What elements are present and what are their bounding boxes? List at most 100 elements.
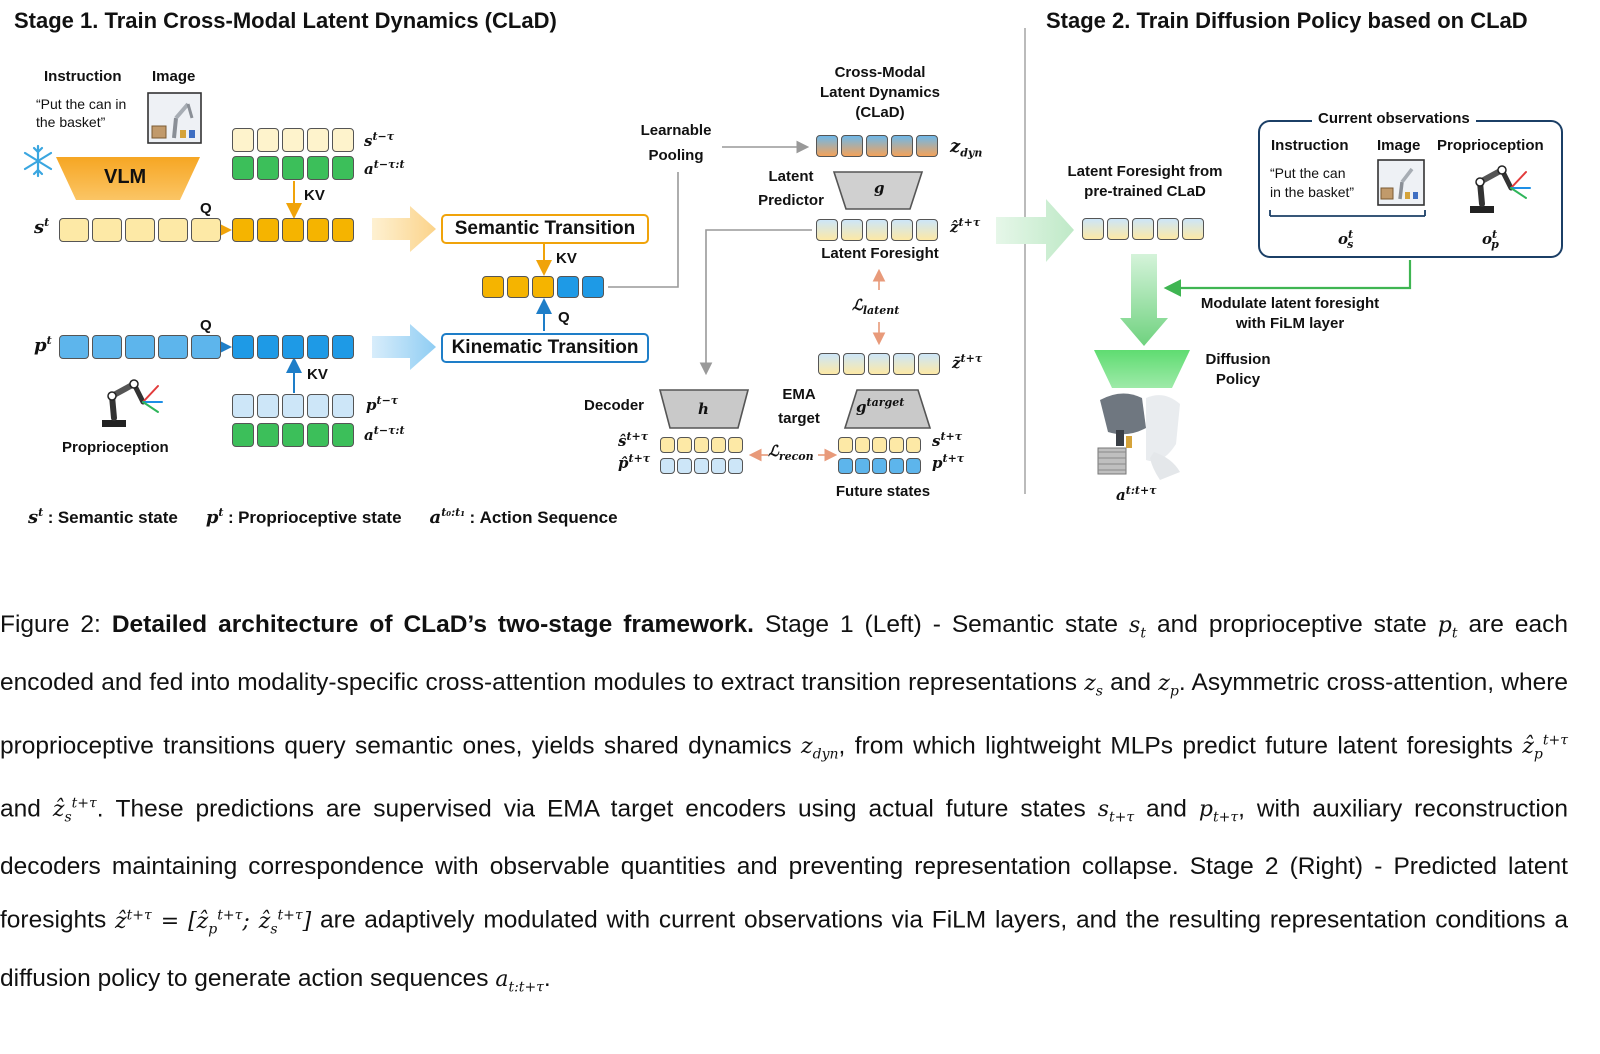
diffusion-policy-label-line1: Diffusion xyxy=(1205,351,1271,368)
token xyxy=(158,218,188,242)
instruction-text-line1: “Put the can in xyxy=(36,96,127,112)
token xyxy=(158,335,188,359)
token xyxy=(307,218,329,242)
token xyxy=(711,437,726,453)
token xyxy=(125,218,155,242)
token xyxy=(843,353,865,375)
p-future-token-row xyxy=(838,458,921,474)
token xyxy=(694,437,709,453)
token xyxy=(582,276,604,298)
kv-label-merge: KV xyxy=(556,250,577,267)
token xyxy=(677,458,692,474)
kv-label-proprio: KV xyxy=(307,366,328,383)
clad-title-line1: Cross-Modal xyxy=(834,64,926,81)
foresight-down-arrow xyxy=(1120,254,1168,346)
token xyxy=(660,437,675,453)
token xyxy=(282,423,304,447)
token xyxy=(1182,218,1204,240)
latent-predictor-g xyxy=(832,171,924,210)
semantic-past-symbol: st−τ xyxy=(364,130,395,150)
stage2-instruction-text-line2: in the basket” xyxy=(1270,184,1355,200)
token xyxy=(889,437,904,453)
stage2-title: Stage 2. Train Diffusion Policy based on… xyxy=(1046,8,1528,33)
instruction-text-line2: the basket” xyxy=(36,114,106,130)
semantic-past-token-row xyxy=(232,128,354,152)
token xyxy=(92,335,122,359)
proprio-past-token-row xyxy=(232,394,354,418)
stage2-instruction-label: Instruction xyxy=(1271,137,1349,154)
token xyxy=(893,353,915,375)
s-future-symbol: st+τ xyxy=(932,430,963,450)
token xyxy=(838,437,853,453)
token xyxy=(711,458,726,474)
token xyxy=(307,423,329,447)
zbar-token-row xyxy=(818,353,940,375)
token xyxy=(307,156,329,180)
token xyxy=(1107,218,1129,240)
ema-target-g xyxy=(843,389,932,429)
token xyxy=(59,218,89,242)
token xyxy=(841,135,863,157)
token xyxy=(332,423,354,447)
clad-title-line2: Latent Dynamics xyxy=(819,84,941,101)
action-symbol-bottom: at−τ:t xyxy=(364,424,405,444)
zhat-symbol: ẑt+τ xyxy=(950,216,981,236)
token xyxy=(891,135,913,157)
legend-item: st : Semantic state xyxy=(28,506,178,528)
token xyxy=(59,335,89,359)
latent-predictor-label-line2: Predictor xyxy=(758,192,824,209)
modulate-label-line2: with FiLM layer xyxy=(1235,315,1345,332)
decoder-h xyxy=(658,389,750,429)
token xyxy=(332,218,354,242)
token xyxy=(507,276,529,298)
ema-label-line2: target xyxy=(778,410,820,427)
token xyxy=(257,128,279,152)
robot-scene-render xyxy=(1097,393,1180,480)
proprioception-label: Proprioception xyxy=(62,439,169,456)
token xyxy=(307,335,329,359)
token xyxy=(482,276,504,298)
token xyxy=(1132,218,1154,240)
token xyxy=(818,353,840,375)
recon-loss-symbol: ℒrecon xyxy=(768,442,814,463)
query-label-semantic: Q xyxy=(200,200,212,217)
legend: st : Semantic state pt : Proprioceptive … xyxy=(28,506,618,528)
current-observations-title: Current observations xyxy=(1312,110,1476,127)
token xyxy=(677,437,692,453)
stage2-foresight-token-row xyxy=(1082,218,1204,240)
image-label: Image xyxy=(152,68,196,85)
proprio-state-symbol: pt xyxy=(34,334,52,356)
diffusion-policy-block xyxy=(1094,350,1190,388)
phat-symbol: p̂t+τ xyxy=(618,452,651,472)
figure-caption: Figure 2: Detailed architecture of CLaD’… xyxy=(0,611,1569,996)
kv-label-semantic: KV xyxy=(304,187,325,204)
token xyxy=(532,276,554,298)
semantic-transition-block: Semantic Transition xyxy=(441,214,649,244)
learnable-pooling-label-line1: Learnable xyxy=(640,122,712,139)
vlm-label: VLM xyxy=(104,166,147,188)
action-output-symbol: at:t+τ xyxy=(1116,484,1157,504)
token xyxy=(866,135,888,157)
token xyxy=(1082,218,1104,240)
token xyxy=(872,437,887,453)
token xyxy=(257,218,279,242)
token xyxy=(918,353,940,375)
token xyxy=(282,156,304,180)
stage2-instruction-text-line1: “Put the can xyxy=(1270,165,1346,181)
token xyxy=(916,135,938,157)
shat-token-row xyxy=(660,437,743,453)
latent-predictor-label-line1: Latent xyxy=(768,168,814,185)
stage2-image-label: Image xyxy=(1377,137,1421,154)
zhat-token-row xyxy=(816,219,938,241)
ema-label-line1: EMA xyxy=(782,386,816,403)
shat-symbol: ŝt+τ xyxy=(618,430,649,450)
action-token-row-top xyxy=(232,156,354,180)
token xyxy=(1157,218,1179,240)
token xyxy=(728,458,743,474)
token xyxy=(232,128,254,152)
legend-item: at₀:t₁ : Action Sequence xyxy=(429,506,618,528)
stage-transfer-arrow xyxy=(996,199,1074,262)
proprio-attended-token-row xyxy=(232,335,354,359)
token xyxy=(694,458,709,474)
g-symbol: g xyxy=(874,179,885,197)
